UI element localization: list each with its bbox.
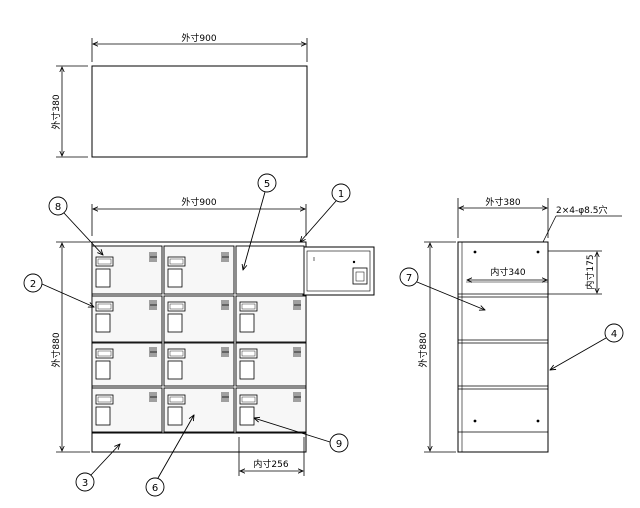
mount-hole xyxy=(473,250,477,254)
callout-9: 9 xyxy=(254,418,349,453)
mount-hole xyxy=(473,419,477,423)
side-inner-depth-label: 内寸340 xyxy=(490,266,525,278)
svg-text:4: 4 xyxy=(611,329,617,340)
callout-8: 8 xyxy=(48,196,103,255)
svg-text:3: 3 xyxy=(82,478,88,489)
holes-note: 2×4-φ8.5穴 xyxy=(556,204,608,216)
side-height-label: 外寸880 xyxy=(417,332,429,367)
top-view-outline xyxy=(91,65,308,158)
front-inner-width-label: 内寸256 xyxy=(253,458,288,470)
svg-text:1: 1 xyxy=(338,189,344,200)
mount-hole xyxy=(536,250,540,254)
side-view: 外寸380 2×4-φ8.5穴 内寸340 内寸175 外寸880 xyxy=(417,196,622,453)
vent-slots xyxy=(149,252,301,402)
top-view: 外寸900 外寸380 xyxy=(50,32,308,158)
locker-doors xyxy=(91,245,307,433)
side-shelves xyxy=(458,293,548,433)
side-panel xyxy=(457,241,549,453)
svg-text:7: 7 xyxy=(406,273,412,284)
callout-2: 2 xyxy=(23,273,94,307)
callout-3: 3 xyxy=(75,444,120,492)
front-width-label: 外寸900 xyxy=(181,196,216,208)
svg-text:5: 5 xyxy=(264,179,270,190)
top-depth-label: 外寸380 xyxy=(50,94,62,129)
front-view: 外寸900 外寸880 xyxy=(50,196,375,476)
callouts: 1 2 3 4 5 6 7 xyxy=(23,173,624,497)
mount-hole xyxy=(536,419,540,423)
side-inner-height-label: 内寸175 xyxy=(584,254,596,289)
callout-1: 1 xyxy=(300,183,351,242)
top-width-label: 外寸900 xyxy=(181,32,216,44)
callout-4: 4 xyxy=(550,323,624,370)
side-depth-label: 外寸380 xyxy=(485,196,520,208)
door-hardware xyxy=(95,256,258,426)
front-height-label: 外寸880 xyxy=(50,332,62,367)
callout-6: 6 xyxy=(145,415,194,497)
svg-text:9: 9 xyxy=(336,439,342,450)
svg-text:6: 6 xyxy=(152,483,158,494)
svg-text:8: 8 xyxy=(55,202,61,213)
callout-7: 7 xyxy=(399,267,485,310)
svg-text:2: 2 xyxy=(30,279,36,290)
open-door-key-plate xyxy=(352,267,368,285)
open-locker-compartment xyxy=(235,245,305,295)
callout-5: 5 xyxy=(243,173,277,270)
